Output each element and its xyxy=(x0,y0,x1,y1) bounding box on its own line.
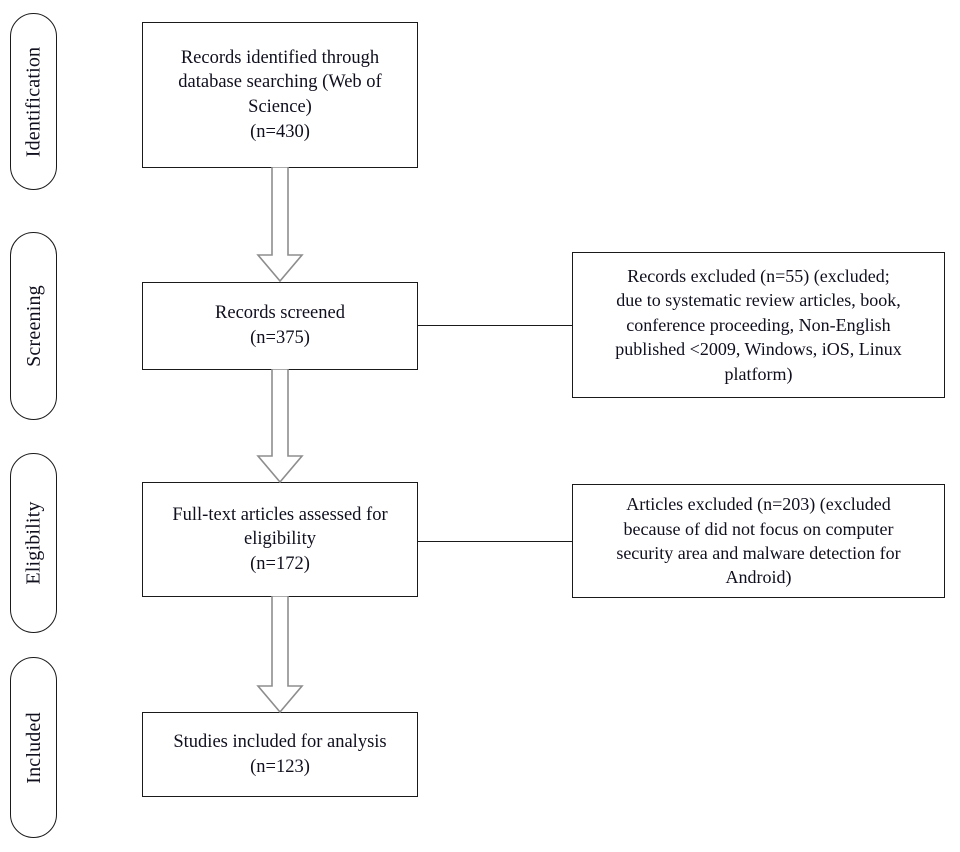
down-arrow-icon xyxy=(256,369,304,484)
stage-pill-screening: Screening xyxy=(10,232,57,420)
flow-box-records-screened: Records screened (n=375) xyxy=(142,282,418,370)
exclusion-box-records-excluded: Records excluded (n=55) (excluded; due t… xyxy=(572,252,945,398)
exclusion-box-records-excluded-text: Records excluded (n=55) (excluded; due t… xyxy=(615,265,902,384)
stage-label-identification: Identification xyxy=(22,46,45,157)
stage-pill-identification: Identification xyxy=(10,13,57,190)
stage-label-screening: Screening xyxy=(22,285,45,367)
flow-box-full-text-assessed: Full-text articles assessed for eligibil… xyxy=(142,482,418,597)
flow-box-records-identified-text: Records identified through database sear… xyxy=(178,47,382,142)
down-arrow-identified-to-screened xyxy=(256,167,304,283)
stage-pill-included: Included xyxy=(10,657,57,838)
connector-fulltext-to-excluded xyxy=(418,541,573,542)
stage-label-eligibility: Eligibility xyxy=(22,501,45,585)
stage-pill-eligibility: Eligibility xyxy=(10,453,57,633)
down-arrow-fulltext-to-included xyxy=(256,596,304,714)
connector-screened-to-excluded xyxy=(418,325,573,326)
down-arrow-icon xyxy=(256,167,304,283)
flow-box-studies-included-text: Studies included for analysis (n=123) xyxy=(173,731,387,777)
down-arrow-icon xyxy=(256,596,304,714)
flow-box-records-screened-text: Records screened (n=375) xyxy=(215,303,345,348)
flow-box-studies-included: Studies included for analysis (n=123) xyxy=(142,712,418,797)
flow-box-records-identified: Records identified through database sear… xyxy=(142,22,418,168)
flow-box-full-text-assessed-text: Full-text articles assessed for eligibil… xyxy=(172,504,388,574)
stage-label-included: Included xyxy=(22,711,45,784)
exclusion-box-articles-excluded-text: Articles excluded (n=203) (excluded beca… xyxy=(616,494,901,588)
exclusion-box-articles-excluded: Articles excluded (n=203) (excluded beca… xyxy=(572,484,945,598)
down-arrow-screened-to-fulltext xyxy=(256,369,304,484)
